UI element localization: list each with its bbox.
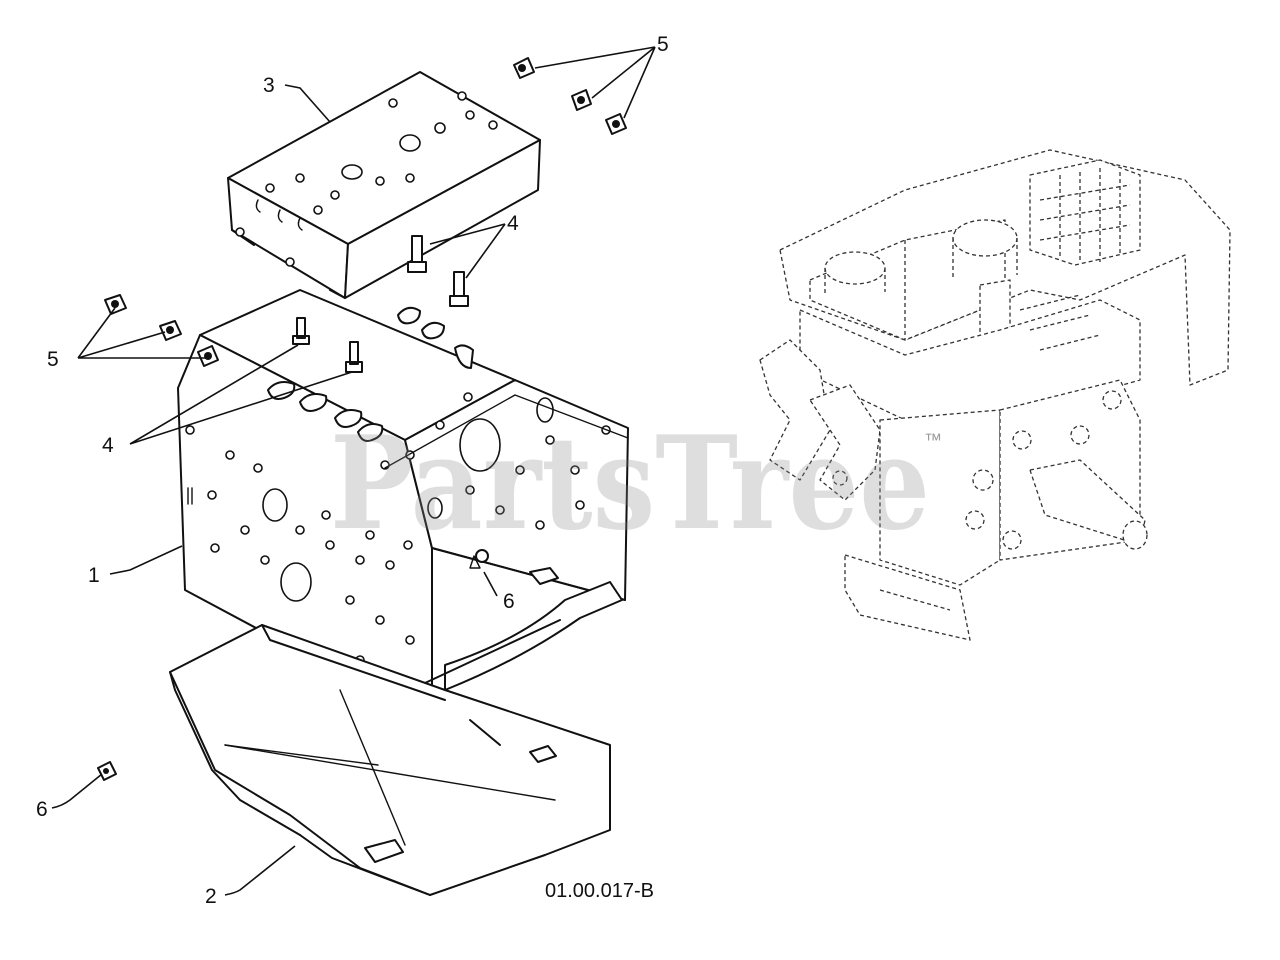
screw-5-b — [571, 89, 592, 111]
engine-cover-part — [227, 71, 541, 299]
screw-6-b — [475, 549, 489, 563]
callout-screws-left: 5 — [47, 348, 59, 371]
stud-4-b — [449, 271, 469, 307]
callout-screws-upper: 5 — [657, 33, 669, 56]
callout-skid-plate: 2 — [205, 885, 217, 908]
callout-studs-left: 4 — [102, 434, 114, 457]
screw-5-e — [159, 320, 182, 341]
engine-phantom-outline — [759, 149, 1231, 641]
callout-labels: 3 5 4 5 4 1 6 6 2 — [36, 33, 669, 908]
leader-lines — [51, 46, 656, 896]
screw-5-c — [605, 113, 627, 135]
screw-5-f — [197, 345, 219, 367]
screw-6-a — [97, 761, 117, 781]
watermark-trademark: ™ — [924, 430, 942, 450]
watermark-text: PartsTree — [330, 409, 930, 559]
stud-4-c — [292, 317, 310, 345]
callout-studs-upper: 4 — [507, 212, 519, 235]
stud-4-a — [407, 235, 427, 273]
screw-fasteners — [97, 57, 627, 781]
screw-5-d — [104, 294, 127, 315]
callout-frame: 1 — [88, 564, 100, 587]
watermark: PartsTree ™ — [330, 409, 942, 559]
stud-4-d — [345, 341, 363, 373]
frame-part — [177, 289, 629, 706]
stud-fasteners — [292, 235, 469, 373]
drawing-number: 01.00.017-B — [545, 880, 654, 902]
callout-engine-cover: 3 — [263, 74, 275, 97]
screw-5-a — [513, 57, 535, 79]
callout-screw-right: 6 — [503, 590, 515, 613]
callout-screw-lower: 6 — [36, 798, 48, 821]
skid-plate-part — [169, 624, 611, 896]
